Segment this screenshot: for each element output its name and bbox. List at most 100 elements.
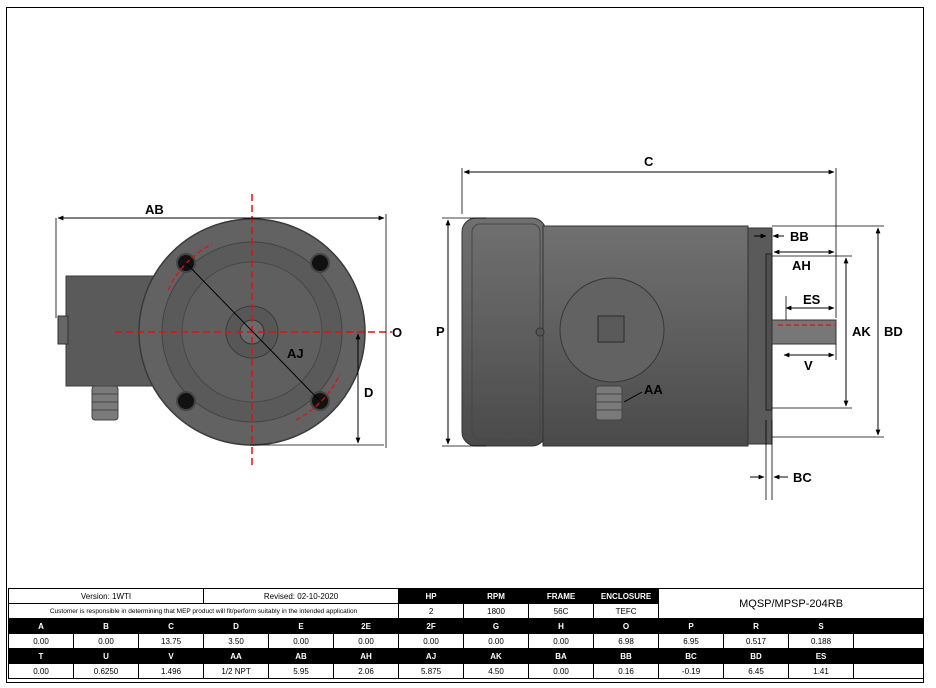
dim-header: P [658,618,725,634]
dim-header: 2E [333,618,400,634]
label-aj: AJ [287,346,304,361]
dim-value: 1.496 [137,663,205,679]
dim-header: BA [528,648,595,664]
conduit-stub [57,315,69,345]
dim-header-empty [853,648,925,664]
dim-value: 0.6250 [73,663,139,679]
motor-dimension-drawing: AB AJ O D C P BB AH [55,154,903,500]
dim-value-empty [853,633,925,649]
dim-header: AB [268,648,335,664]
dim-value: 5.875 [398,663,465,679]
shaft [771,319,837,345]
dim-header: V [137,648,205,664]
label-bb: BB [790,229,809,244]
dim-header: R [723,618,790,634]
fan-cover [461,217,547,447]
dim-value: 2.06 [333,663,400,679]
dim-value-empty [853,663,925,679]
dim-value: 0.16 [593,663,660,679]
dim-header: C [137,618,205,634]
dim-header-row-1: A B C D E 2E 2F G H O P R S [8,618,925,634]
dim-header-row-2: T U V AA AB AH AJ AK BA BB BC BD ES [8,648,925,664]
dim-value: 1.41 [788,663,855,679]
dim-header: U [73,648,139,664]
dim-value: 6.45 [723,663,790,679]
dim-header: AK [463,648,530,664]
label-bd: BD [884,324,903,339]
dim-value: 0.188 [788,633,855,649]
model-number: MQSP/MPSP-204RB [658,588,925,619]
dim-value: 6.98 [593,633,660,649]
terminal-square [597,315,625,343]
hp-value: 2 [398,603,465,619]
dim-value: 0.00 [333,633,400,649]
label-p: P [436,324,445,339]
info-row-1: Version: 1WTI Revised: 02-10-2020 HP RPM… [7,588,925,619]
dim-value: 1/2 NPT [203,663,270,679]
enclosure-header: ENCLOSURE [593,588,660,604]
version-cell: Version: 1WTI [7,588,205,604]
dim-header: BD [723,648,790,664]
dim-header: A [8,618,74,634]
dim-header: AH [333,648,400,664]
dim-value-row-2: 0.00 0.6250 1.496 1/2 NPT 5.95 2.06 5.87… [8,663,925,679]
dim-value: 0.00 [8,633,74,649]
label-d: D [364,385,373,400]
dim-value: 4.50 [463,663,530,679]
label-es: ES [803,292,821,307]
disclaimer: Customer is responsible in determining t… [7,603,400,619]
dimension-table: Version: 1WTI Revised: 02-10-2020 HP RPM… [7,588,925,679]
dim-value: -0.19 [658,663,725,679]
dim-value: 13.75 [137,633,205,649]
label-o: O [392,325,402,340]
label-bc: BC [793,470,812,485]
dim-value: 0.00 [528,633,595,649]
label-aa: AA [644,382,663,397]
mounting-hole [310,253,330,273]
dim-value: 0.517 [723,633,790,649]
dim-header: D [203,618,270,634]
dim-header: E [268,618,335,634]
dim-value: 5.95 [268,663,335,679]
dim-header: B [73,618,139,634]
dim-value: 6.95 [658,633,725,649]
rpm-header: RPM [463,588,530,604]
dim-header: O [593,618,660,634]
dim-value: 0.00 [73,633,139,649]
dim-header: H [528,618,595,634]
dim-header: BB [593,648,660,664]
frame-header: FRAME [528,588,595,604]
info-row-2: Customer is responsible in determining t… [7,603,924,619]
label-ak: AK [852,324,871,339]
side-view: C P BB AH ES V AK BD AA [436,154,903,500]
dim-header: BC [658,648,725,664]
dim-value: 0.00 [398,633,465,649]
dim-header: AA [203,648,270,664]
hp-header: HP [398,588,465,604]
label-c: C [644,154,654,169]
label-ab: AB [145,202,164,217]
front-cable-gland [91,385,119,421]
mounting-hole [176,391,196,411]
dim-value: 0.00 [8,663,74,679]
dim-header: 2F [398,618,465,634]
dim-header: T [8,648,74,664]
frame-value: 56C [528,603,595,619]
dim-header-empty [853,618,925,634]
rpm-value: 1800 [463,603,530,619]
dim-value: 0.00 [268,633,335,649]
dim-header: AJ [398,648,465,664]
dim-value: 0.00 [528,663,595,679]
front-view: AB AJ O D [55,194,402,468]
side-cable-gland [595,385,623,421]
dim-value: 0.00 [463,633,530,649]
dim-header: G [463,618,530,634]
label-v: V [804,358,813,373]
dim-header: ES [788,648,855,664]
label-ah: AH [792,258,811,273]
enclosure-value: TEFC [593,603,660,619]
drawing-frame [6,7,924,683]
dim-header: S [788,618,855,634]
dim-value: 3.50 [203,633,270,649]
face-flange [765,253,773,411]
